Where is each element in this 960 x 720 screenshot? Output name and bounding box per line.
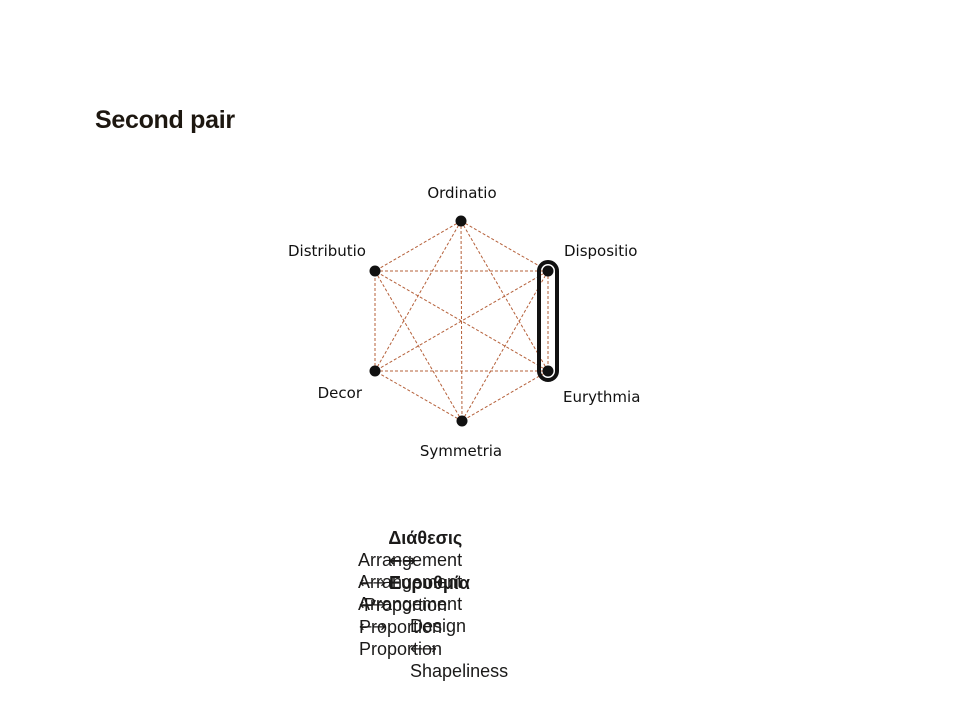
term-left: Διάθεσις bbox=[388, 528, 463, 548]
double-arrow-icon: ←→ bbox=[410, 639, 437, 658]
term-right: Proportion bbox=[359, 617, 443, 637]
node-label-symmetria: Symmetria bbox=[420, 442, 502, 460]
diagram-labels: Ordinatio Dispositio Eurythmia Symmetria… bbox=[288, 184, 640, 460]
term-right: Proportion bbox=[359, 595, 448, 615]
translation-row-greek: Διάθεσις ←→ Ευρυθμία bbox=[359, 505, 470, 616]
node-ordinatio bbox=[455, 215, 467, 227]
slide-title: Second pair bbox=[95, 106, 235, 134]
term-right: Ευρυθμία bbox=[389, 573, 470, 593]
term-left: Arrangement bbox=[358, 594, 463, 614]
highlight-outline bbox=[537, 260, 559, 382]
edge-symmetria-decor bbox=[374, 370, 463, 422]
edge-dispositio-symmetria bbox=[461, 270, 549, 422]
term-left: Arrangement bbox=[358, 572, 463, 592]
term-left: Arrangement bbox=[358, 550, 463, 570]
translation-row: Arrangement ←→ Proportion bbox=[329, 527, 462, 638]
edge-ordinatio-symmetria bbox=[460, 220, 463, 422]
edge-eurythmia-distributio bbox=[374, 270, 549, 372]
node-label-decor: Decor bbox=[318, 384, 363, 402]
double-arrow-icon: ←→ bbox=[359, 595, 386, 614]
node-label-distributio: Distributio bbox=[288, 242, 366, 260]
diagram-nodes bbox=[369, 215, 554, 427]
edge-ordinatio-distributio bbox=[374, 220, 462, 272]
translation-row: Arrangement ←→ Proportion bbox=[329, 549, 462, 660]
double-arrow-icon: ←→ bbox=[359, 573, 386, 592]
edge-ordinatio-dispositio bbox=[460, 220, 549, 272]
node-label-dispositio: Dispositio bbox=[564, 242, 637, 260]
node-label-ordinatio: Ordinatio bbox=[427, 184, 496, 202]
double-arrow-icon: ←→ bbox=[389, 551, 416, 570]
node-decor bbox=[369, 365, 381, 377]
node-distributio bbox=[369, 265, 381, 277]
diagram-edges bbox=[374, 220, 549, 422]
node-eurythmia bbox=[542, 365, 554, 377]
double-arrow-icon: ←→ bbox=[359, 617, 386, 636]
node-label-eurythmia: Eurythmia bbox=[563, 388, 640, 406]
term-right: Shapeliness bbox=[410, 661, 509, 681]
node-dispositio bbox=[542, 265, 554, 277]
edge-dispositio-decor bbox=[374, 270, 549, 372]
translation-row: Arrangement ←→ Proportion bbox=[329, 571, 462, 682]
edge-symmetria-distributio bbox=[374, 270, 463, 422]
highlight-layer bbox=[537, 260, 559, 382]
term-right: Proportion bbox=[359, 639, 443, 659]
translation-row: Design ←→ Shapeliness bbox=[380, 593, 508, 704]
edge-eurythmia-symmetria bbox=[461, 370, 549, 422]
term-left: Design bbox=[410, 616, 467, 636]
node-symmetria bbox=[456, 415, 468, 427]
